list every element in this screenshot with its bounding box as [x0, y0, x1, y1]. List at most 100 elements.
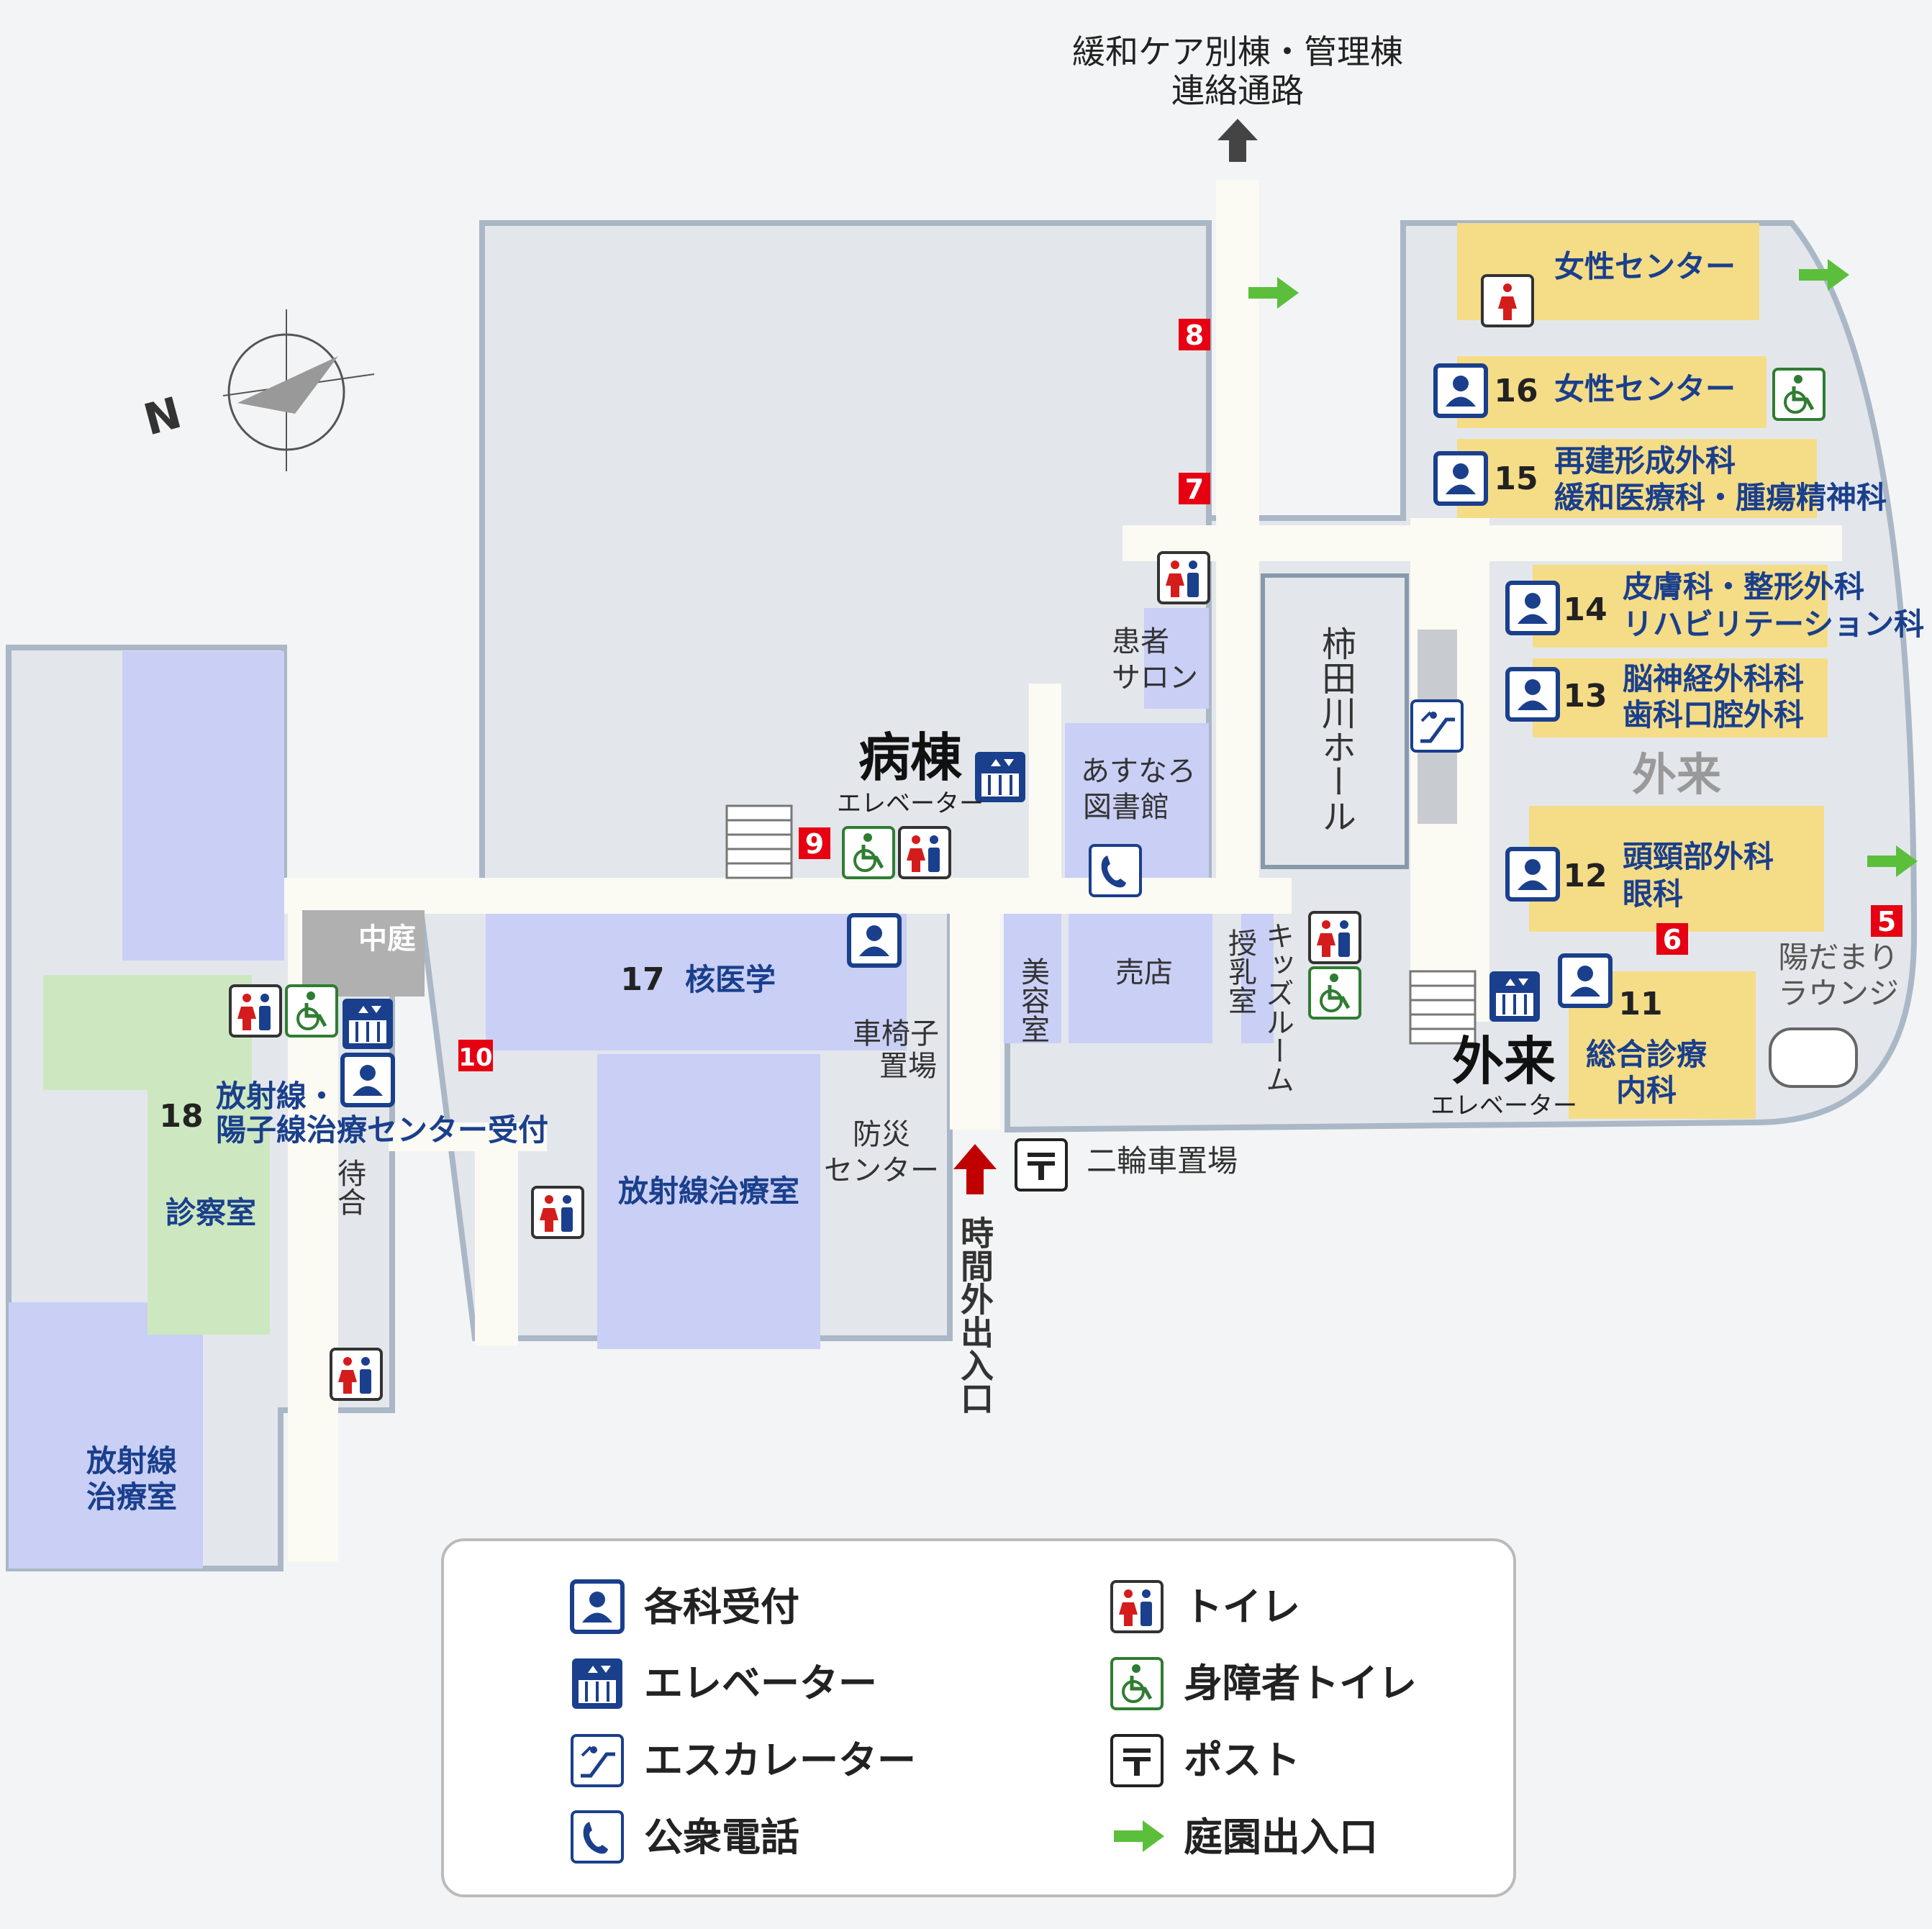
- reception-icon: [343, 1055, 393, 1105]
- toilet-icon: [1157, 551, 1210, 604]
- dept-number-15: 15: [1494, 460, 1538, 497]
- toilet-icon: [1308, 911, 1361, 964]
- legend-garden-entrance-label: 庭園出入口: [1184, 1815, 1378, 1860]
- dept-number-13: 13: [1563, 678, 1607, 714]
- salon-room: [1144, 608, 1209, 709]
- legend-accessible-toilet-icon: [1112, 1658, 1162, 1709]
- derm-label-2: リハビリテーション科: [1623, 607, 1924, 642]
- reception-icon: [849, 915, 899, 966]
- reception-icon: [1560, 956, 1610, 1006]
- plastic-room: [1457, 439, 1817, 518]
- escalator-icon: [1412, 701, 1462, 751]
- outpatient-area-label: 外来: [1632, 748, 1721, 801]
- hall-room: [1261, 573, 1409, 869]
- up-arrow-icon: [1217, 119, 1258, 162]
- headneck-label-1: 頭頸部外科: [1623, 839, 1774, 874]
- outpatient-elevator-label: エレベーター: [1430, 1091, 1577, 1120]
- derm-label-1: 皮膚科・整形外科: [1623, 569, 1864, 604]
- dept-number-11: 11: [1618, 986, 1662, 1022]
- phone-icon: [1089, 844, 1142, 897]
- disaster-label-1: 防災: [853, 1118, 910, 1151]
- nuclear-room: [486, 914, 907, 1050]
- room-labels: 女性センター 女性センター 再建形成外科 緩和医療科・腫瘍精神科 皮膚科・整形外…: [86, 249, 1924, 1515]
- legend-elevator-label: エレベーター: [644, 1661, 877, 1706]
- shop-room: [1069, 914, 1212, 1043]
- general-label-1: 総合診療: [1586, 1037, 1707, 1072]
- beauty-room: [1004, 914, 1061, 1043]
- nuclear-label: 核医学: [685, 962, 776, 997]
- legend: 各科受付 エレベーター エスカレーター 公衆電話 トイレ 身障者トイレ ポスト …: [441, 1538, 1516, 1897]
- legend-toilet-label: トイレ: [1184, 1584, 1300, 1630]
- toilet-icon: [898, 826, 951, 879]
- post-icon: [1015, 1138, 1068, 1192]
- west-blue-1: [122, 651, 284, 961]
- waiting-label: 待合: [332, 1158, 366, 1216]
- radiotherapy-room-2-label-2: 治療室: [86, 1479, 177, 1515]
- neuro-room: [1533, 658, 1828, 737]
- headneck-label-2: 眼科: [1623, 876, 1683, 912]
- south-passage: [475, 1151, 518, 1345]
- legend-reception-label: 各科受付: [644, 1584, 799, 1630]
- radiation-reception-label-1: 放射線・: [216, 1079, 337, 1114]
- salon-label-1: 患者: [1112, 625, 1169, 658]
- exam-room-label: 診察室: [165, 1195, 256, 1230]
- accessible-toilet-icon: [843, 827, 894, 878]
- west-blue-2: [9, 1302, 203, 1569]
- womens-center-label: 女性センター: [1554, 371, 1736, 407]
- plastic-label-1: 再建形成外科: [1554, 443, 1736, 478]
- compass: N: [139, 309, 375, 471]
- accessible-toilet-icon: [1774, 369, 1824, 419]
- sunny-label-2: ラウンジ: [1778, 976, 1899, 1011]
- womens-toilet-icon: [1481, 274, 1534, 327]
- marker-7: 7: [1185, 473, 1204, 505]
- location-markers: 5 6 7 8 9 10: [458, 319, 1902, 1072]
- accessible-toilet-icon: [286, 986, 337, 1036]
- courtyard-room: [302, 910, 425, 997]
- dept-number-17: 17: [620, 961, 664, 998]
- toilet-icon: [229, 984, 282, 1038]
- nursing-label: 授乳室: [1223, 928, 1256, 1015]
- legend-phone-icon: [571, 1810, 624, 1864]
- top-connector: 緩和ケア別棟・管理棟 連絡通路: [1072, 32, 1403, 162]
- radiation-corridor: [389, 1122, 547, 1151]
- kids-label: キッズルーム: [1261, 921, 1294, 1094]
- sunny-label-1: 陽だまり: [1778, 940, 1898, 975]
- radiotherapy-room: [597, 1054, 820, 1349]
- marker-9: 9: [805, 828, 824, 860]
- womens-center-room: [1457, 356, 1767, 428]
- wheelchair-label-2: 置場: [879, 1050, 937, 1083]
- kids-room: [1241, 914, 1274, 1043]
- dept-number-14: 14: [1563, 591, 1607, 628]
- legend-box: [441, 1538, 1516, 1897]
- legend-elevator-icon: [571, 1657, 624, 1710]
- ward-title: 病棟: [858, 727, 963, 788]
- connector-label-1: 緩和ケア別棟・管理棟: [1072, 32, 1403, 71]
- salon-label-2: サロン: [1112, 661, 1198, 694]
- marker-10: 10: [458, 1043, 492, 1072]
- reception-icon: [1507, 849, 1558, 899]
- green-room-1: [43, 975, 252, 1090]
- ward-elevator-label: エレベーター: [837, 789, 984, 818]
- hall-label: 柿田川ホール: [1315, 626, 1356, 833]
- library-label-2: 図書館: [1083, 791, 1169, 824]
- night-entrance-arrow-icon: [953, 1144, 997, 1194]
- compass-north: N: [139, 388, 187, 446]
- map-icons: [229, 274, 1824, 1401]
- shop-label: 売店: [1115, 956, 1173, 989]
- marker-5: 5: [1877, 906, 1896, 938]
- toilet-icon: [531, 1186, 584, 1239]
- legend-phone-label: 公衆電話: [644, 1815, 799, 1860]
- elevator-icon: [1488, 970, 1541, 1023]
- legend-reception-icon: [572, 1581, 622, 1632]
- neuro-label-2: 歯科口腔外科: [1623, 697, 1804, 732]
- dept-numbers: 11 12 13 14 15 16 17 18: [159, 373, 1662, 1135]
- reception-icon: [1507, 669, 1558, 720]
- radiotherapy-room-2-label-1: 放射線: [86, 1443, 177, 1479]
- library-label-1: あすなろ: [1081, 755, 1196, 788]
- radiation-reception-label-2: 陽子線治療センター受付: [216, 1112, 548, 1148]
- exam-green-room: [148, 1090, 270, 1335]
- night-entrance-label: 時間外出入口: [956, 1216, 994, 1415]
- wheelchair-label-1: 車椅子: [853, 1017, 939, 1050]
- legend-post-label: ポスト: [1184, 1738, 1300, 1783]
